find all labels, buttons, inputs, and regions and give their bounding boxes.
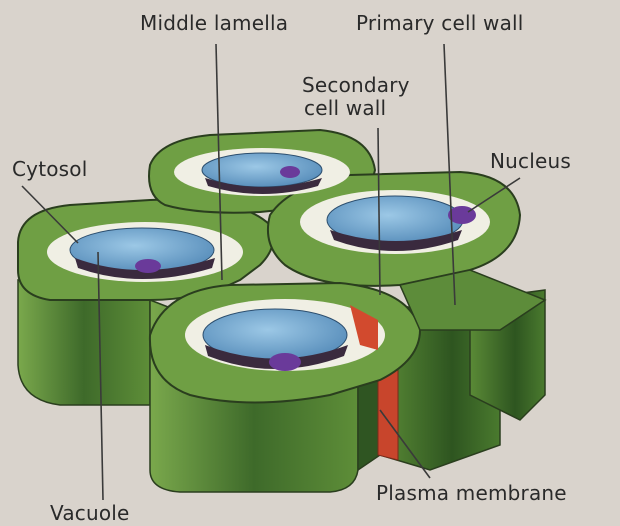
label-plasma-membrane: Plasma membrane — [376, 482, 567, 504]
label-primary-cell-wall: Primary cell wall — [356, 12, 524, 34]
label-cytosol: Cytosol — [12, 158, 88, 180]
label-middle-lamella: Middle lamella — [140, 12, 288, 34]
label-nucleus: Nucleus — [490, 150, 571, 172]
label-secondary-cell-wall-line1: Secondary — [302, 74, 410, 96]
label-secondary-cell-wall-line2: cell wall — [304, 97, 386, 119]
label-vacuole: Vacuole — [50, 502, 130, 524]
